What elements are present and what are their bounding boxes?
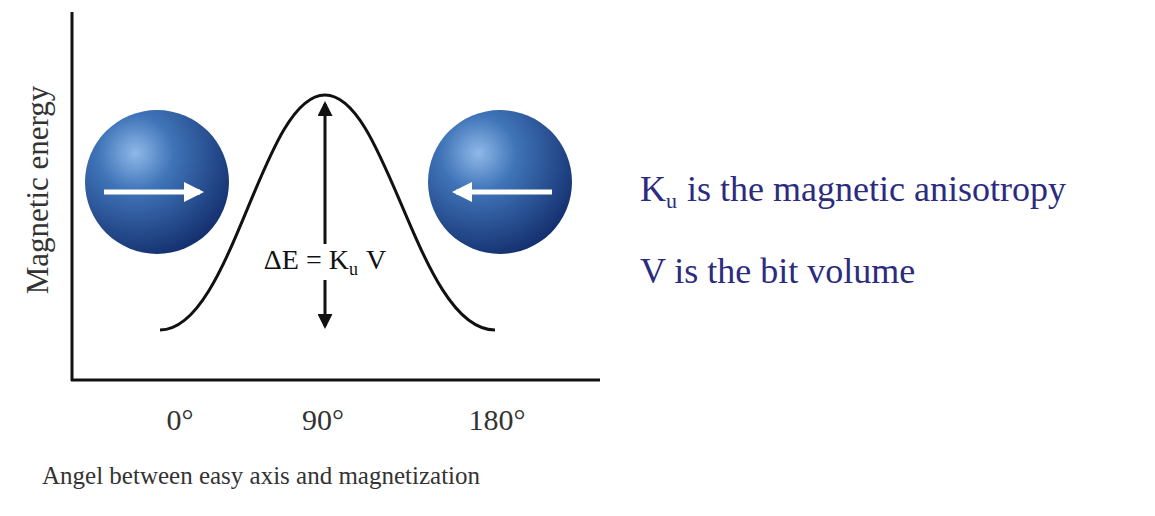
sphere xyxy=(428,110,572,254)
tick-label: 180° xyxy=(469,403,526,436)
tick-label: 180° xyxy=(469,403,526,437)
magnetization-arrow xyxy=(104,190,200,195)
tick-label: 90° xyxy=(302,403,344,436)
definition-note: is the magnetic anisotropy xyxy=(687,169,1066,209)
tick-label: 0° xyxy=(167,403,194,436)
axis-title: Magnetic energy xyxy=(20,86,56,295)
barrier-label: ΔE = KuV xyxy=(261,244,389,280)
magnetization-arrow xyxy=(456,190,552,195)
definition-note: V is the bit volume xyxy=(640,250,915,292)
axis-title: Magnetic energy xyxy=(20,86,55,295)
sphere xyxy=(85,110,229,254)
y-axis xyxy=(71,12,74,381)
definition-note: V is the bit volume xyxy=(640,251,915,291)
subscript: u xyxy=(666,188,677,213)
axis-title: Angel between easy axis and magnetizatio… xyxy=(42,462,480,489)
tick-label: 90° xyxy=(302,403,344,437)
symbol: K xyxy=(640,169,666,209)
x-axis xyxy=(71,379,600,382)
subscript: u xyxy=(349,259,358,279)
barrier-label: ΔE = K xyxy=(264,244,349,275)
definition-note: Ku is the magnetic anisotropy xyxy=(640,168,1066,214)
axis-title: Angel between easy axis and magnetizatio… xyxy=(42,462,480,490)
barrier-label: V xyxy=(366,244,386,275)
energy-barrier-arrow xyxy=(324,104,327,326)
tick-label: 0° xyxy=(167,403,194,437)
